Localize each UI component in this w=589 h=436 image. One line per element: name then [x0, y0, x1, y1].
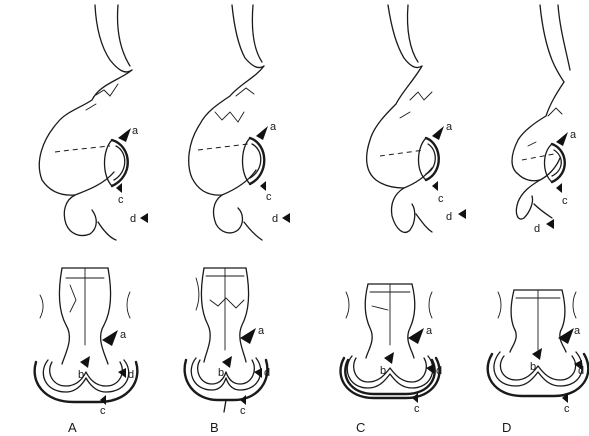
label-a: a [446, 121, 453, 133]
arrow-d-marker [282, 213, 290, 223]
label-c: c [118, 194, 124, 206]
label-d: d [130, 213, 136, 225]
panel-c-basal-view: a b d c [341, 284, 443, 415]
panel-caption-d: D [502, 420, 511, 435]
panel-c-lateral-view: a c d [367, 5, 466, 232]
arrow-b-marker [384, 352, 394, 364]
panel-a: a c d a b d c A [35, 5, 148, 435]
arrow-c-marker [260, 181, 266, 191]
panel-b-basal-view: a b d c [185, 268, 271, 417]
label-c: c [100, 405, 106, 417]
label-c: c [414, 403, 420, 415]
arrow-d-marker [546, 219, 554, 229]
panel-d-lateral-view: a c d [512, 5, 577, 235]
panel-b-lateral-view: a c d [189, 5, 290, 240]
arrow-a-marker [432, 126, 444, 140]
label-d: d [436, 365, 442, 377]
panel-caption-b: B [210, 420, 219, 435]
label-d: d [446, 211, 452, 223]
arrow-c-marker [240, 395, 246, 405]
arrow-a-marker [240, 328, 256, 344]
label-b: b [78, 369, 84, 381]
arrow-a-marker [408, 328, 424, 344]
label-b: b [380, 365, 386, 377]
arrow-b-marker [532, 348, 542, 360]
label-c: c [564, 403, 570, 415]
label-d: d [534, 223, 540, 235]
label-a: a [574, 325, 581, 337]
arrow-d-marker [458, 209, 466, 219]
label-a: a [120, 329, 127, 341]
arrow-a-marker [118, 128, 131, 142]
arrow-d-marker [140, 213, 148, 223]
label-d: d [264, 367, 270, 379]
arrow-b-marker [80, 356, 90, 368]
arrow-d-marker [254, 368, 262, 378]
arrow-c-marker [100, 395, 106, 405]
label-a: a [270, 121, 277, 133]
panel-a-basal-view: a b d c [35, 268, 138, 417]
panel-c: a c d a b d c C [341, 5, 466, 435]
panel-b: a c d a b d c B [185, 5, 290, 435]
label-d: d [128, 369, 134, 381]
label-a: a [132, 125, 139, 137]
label-b: b [530, 361, 536, 373]
panel-caption-c: C [356, 420, 365, 435]
label-c: c [438, 193, 444, 205]
arrow-a-marker [556, 132, 568, 146]
panel-a-lateral-view: a c d [39, 5, 148, 240]
label-c: c [240, 405, 246, 417]
panel-caption-a: A [68, 420, 77, 435]
label-c: c [266, 191, 272, 203]
label-b: b [218, 367, 224, 379]
label-a: a [426, 325, 433, 337]
arrow-c-marker [556, 183, 562, 193]
panel-d: a c d a b d c D [488, 5, 589, 435]
arrow-a-marker [256, 126, 268, 140]
arrow-a-marker [102, 330, 118, 346]
arrow-d-marker [426, 364, 434, 374]
label-c: c [562, 195, 568, 207]
label-a: a [570, 129, 577, 141]
label-a: a [258, 325, 265, 337]
arrow-c-marker [432, 181, 438, 191]
panel-d-basal-view: a b d c [488, 290, 589, 415]
label-d: d [272, 213, 278, 225]
label-d: d [578, 365, 584, 377]
